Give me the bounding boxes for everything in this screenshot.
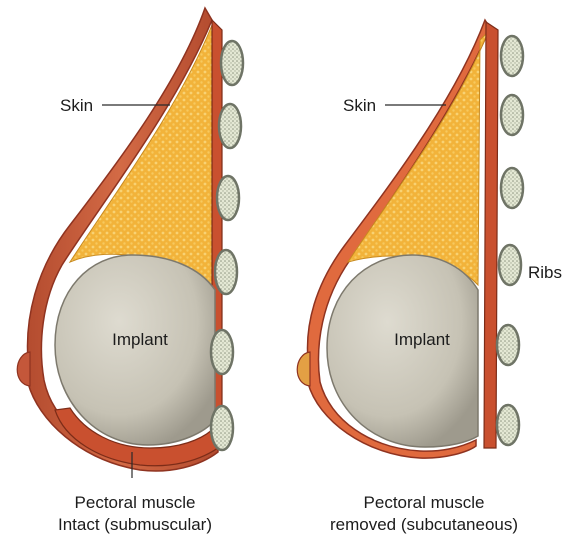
rib	[497, 325, 519, 365]
implant	[327, 255, 478, 447]
rib	[501, 95, 523, 135]
ribs	[497, 36, 523, 445]
implant	[55, 255, 215, 445]
rib	[211, 330, 233, 374]
nipple	[297, 352, 310, 386]
rib	[211, 406, 233, 450]
implant-label: Implant	[394, 330, 450, 349]
rib	[221, 41, 243, 85]
rib	[219, 104, 241, 148]
caption-line-1: Pectoral muscle	[75, 493, 196, 512]
implant-label: Implant	[112, 330, 168, 349]
caption-line-2: Intact (submuscular)	[58, 515, 212, 534]
rib	[501, 168, 523, 208]
ribs-label: Ribs	[528, 263, 562, 282]
caption-line-2: removed (subcutaneous)	[330, 515, 518, 534]
nipple	[17, 352, 30, 386]
rib	[497, 405, 519, 445]
skin-label: Skin	[343, 96, 376, 115]
subcutaneous-figure: Implant Skin Ribs Pectoral muscle remove…	[297, 20, 562, 534]
rib	[215, 250, 237, 294]
submuscular-figure: Implant Skin Pectoral muscle Intact (sub…	[17, 8, 243, 534]
rib	[501, 36, 523, 76]
rib	[217, 176, 239, 220]
skin-label: Skin	[60, 96, 93, 115]
rib	[499, 245, 521, 285]
chest-wall	[484, 22, 498, 448]
caption-line-1: Pectoral muscle	[364, 493, 485, 512]
